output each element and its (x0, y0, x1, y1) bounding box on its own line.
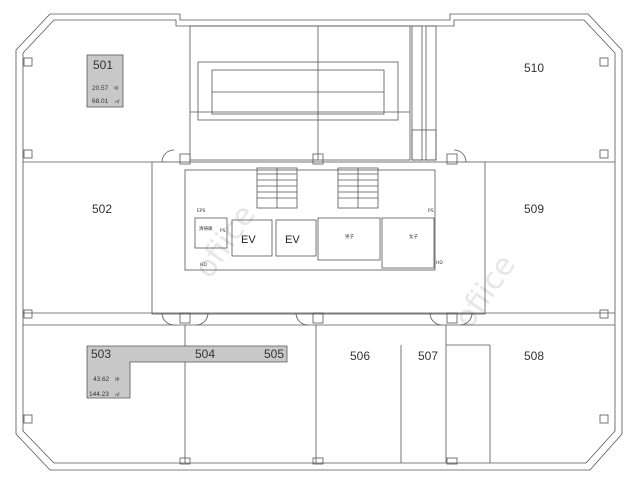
label-ps: PS (220, 228, 226, 234)
outer-wall (15, 13, 623, 471)
room-506: 506 (350, 349, 370, 363)
stairs-left (256, 167, 298, 209)
room-501: 501 (93, 58, 113, 72)
area-501-sqm-unit: ㎡ (115, 98, 120, 105)
toilet-m (317, 217, 381, 261)
core (151, 161, 486, 315)
room-505: 505 (264, 347, 284, 361)
stairs-right (337, 167, 379, 209)
room-502: 502 (92, 202, 112, 216)
label-wc-f: 女子 (409, 233, 418, 240)
inner-wall (22, 19, 616, 464)
label-eps: EPS (197, 208, 206, 214)
room-509: 509 (524, 202, 544, 216)
walls (15, 13, 623, 471)
label-wc-m: 男子 (345, 233, 354, 240)
void (197, 61, 399, 121)
area-503-sqm-unit: ㎡ (115, 391, 120, 398)
elevator-label-1: EV (241, 234, 256, 246)
room-503: 503 (91, 347, 111, 361)
label-hd-right: HD (436, 260, 443, 266)
area-503-tsubo-unit: 坪 (115, 376, 120, 383)
area-501-tsubo: 20.57 (92, 85, 109, 92)
room-510: 510 (524, 61, 544, 75)
label-hd: HD (200, 262, 207, 268)
area-503-tsubo: 43.62 (93, 376, 110, 383)
label-storage: 清掃庫 (199, 225, 213, 232)
elevator-1 (231, 219, 273, 257)
area-501-tsubo-unit: 坪 (114, 85, 119, 92)
upper-shaft (189, 25, 411, 161)
room-504: 504 (195, 347, 215, 361)
elevator-label-2: EV (285, 234, 300, 246)
area-501-sqm: 68.01 (92, 98, 109, 105)
storage (194, 217, 228, 249)
area-503-sqm: 144.23 (89, 391, 109, 398)
room-507: 507 (418, 349, 438, 363)
highlight-501 (86, 54, 124, 108)
room-508: 508 (524, 349, 544, 363)
toilet-f (381, 217, 435, 269)
elevator-2 (275, 219, 317, 257)
highlight-503-505 (86, 345, 288, 399)
label-ps-right: PS (428, 208, 434, 214)
